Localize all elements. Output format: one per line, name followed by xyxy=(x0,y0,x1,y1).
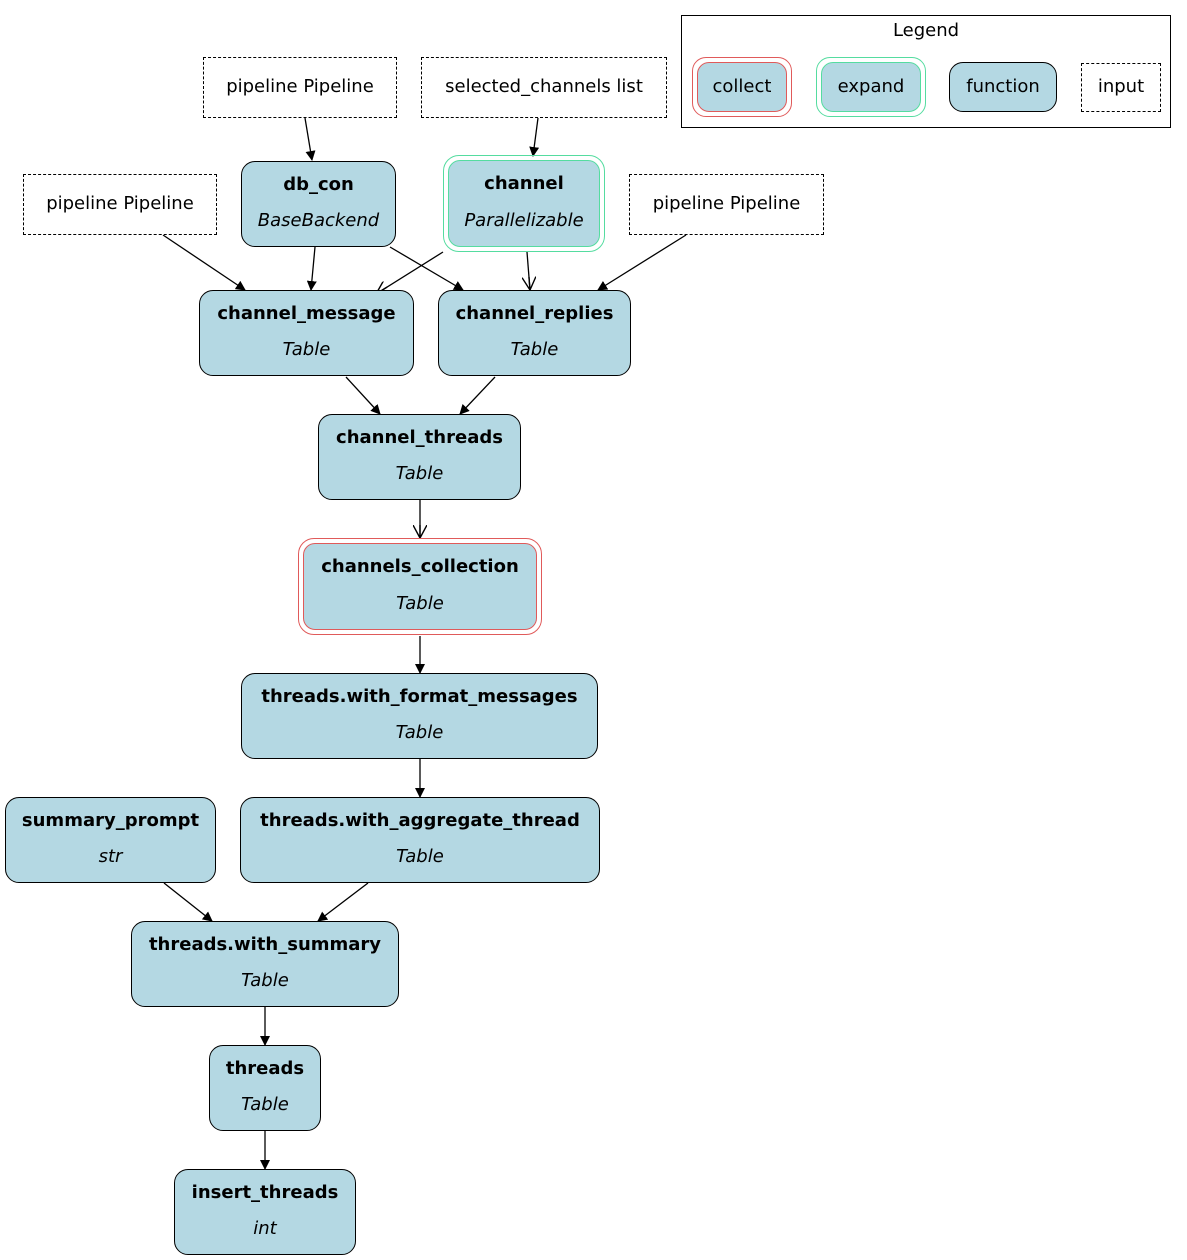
node-channel-replies: channel_replies Table xyxy=(438,290,631,376)
legend-title: Legend xyxy=(892,20,960,41)
edge-summary-prompt-to-with-summary xyxy=(163,882,213,922)
node-summary-prompt: summary_prompt str xyxy=(5,797,216,883)
input-label: pipeline Pipeline xyxy=(652,193,801,214)
node-channel: channel Parallelizable xyxy=(448,160,600,247)
input-label: pipeline Pipeline xyxy=(46,193,194,214)
node-name: channels_collection xyxy=(321,556,519,577)
node-with-summary: threads.with_summary Table xyxy=(131,921,399,1007)
input-label: selected_channels list xyxy=(445,76,643,97)
node-name: db_con xyxy=(283,174,354,195)
legend-label: function xyxy=(966,76,1040,97)
node-name: channel_replies xyxy=(455,303,614,324)
edge-aggregate-thread-to-with-summary xyxy=(317,882,369,922)
edge-channel-to-channel-replies xyxy=(527,251,530,290)
node-type: Parallelizable xyxy=(464,210,584,231)
legend-item-function: function xyxy=(949,62,1057,112)
node-name: insert_threads xyxy=(191,1182,339,1203)
node-type: Table xyxy=(241,970,289,991)
node-type: Table xyxy=(395,722,444,743)
node-insert-threads: insert_threads int xyxy=(174,1169,356,1255)
node-name: channel_message xyxy=(217,303,396,324)
node-with-format-messages: threads.with_format_messages Table xyxy=(241,673,598,759)
node-name: threads.with_aggregate_thread xyxy=(260,810,580,831)
node-name: channel xyxy=(484,173,564,194)
node-name: channel_threads xyxy=(336,427,503,448)
legend-collect-ring xyxy=(692,57,792,117)
expand-ring-channel xyxy=(443,155,605,252)
node-type: BaseBackend xyxy=(257,210,380,231)
node-type: Table xyxy=(510,339,559,360)
legend-label: collect xyxy=(712,76,772,97)
node-type: Table xyxy=(396,593,444,614)
edge-selected-channels-to-channel xyxy=(529,117,540,157)
input-node-pipeline-right: pipeline Pipeline xyxy=(629,174,824,235)
legend-item-input: input xyxy=(1081,63,1161,112)
legend-expand-ring xyxy=(816,57,926,117)
input-node-pipeline-top: pipeline Pipeline xyxy=(203,57,397,118)
legend-item-expand: expand xyxy=(821,62,921,112)
edge-channel-replies-to-channel-threads xyxy=(459,376,496,415)
node-with-aggregate-thread: threads.with_aggregate_thread Table xyxy=(240,797,600,883)
node-type: Table xyxy=(396,846,444,867)
node-channel-message: channel_message Table xyxy=(199,290,414,376)
node-name: threads.with_summary xyxy=(148,934,382,955)
node-db-con: db_con BaseBackend xyxy=(241,161,396,247)
node-name: threads.with_format_messages xyxy=(261,686,578,707)
input-label: pipeline Pipeline xyxy=(226,76,374,97)
node-type: Table xyxy=(282,339,331,360)
legend-label: expand xyxy=(837,76,905,97)
edge-channel-message-to-channel-threads xyxy=(345,376,381,415)
node-type: str xyxy=(98,846,123,867)
node-channel-threads: channel_threads Table xyxy=(318,414,521,500)
edge-pipeline-right-to-channel-replies xyxy=(597,234,687,291)
input-node-pipeline-left: pipeline Pipeline xyxy=(23,174,217,235)
node-type: Table xyxy=(395,463,444,484)
input-node-selected-channels: selected_channels list xyxy=(421,57,667,118)
edge-channel-to-channel-message xyxy=(376,251,444,294)
legend-label: input xyxy=(1097,76,1145,97)
collect-ring-channels-collection xyxy=(298,538,542,635)
edge-pipeline-to-db-con xyxy=(304,117,316,161)
legend: Legend collect expand function input xyxy=(681,15,1171,128)
node-name: threads xyxy=(225,1058,305,1079)
edge-pipeline-left-to-channel-message xyxy=(162,234,246,291)
node-name: summary_prompt xyxy=(21,810,200,831)
node-type: Table xyxy=(241,1094,289,1115)
node-type: int xyxy=(253,1218,277,1239)
node-threads: threads Table xyxy=(209,1045,321,1131)
edge-db-con-to-channel-message xyxy=(306,246,317,291)
edge-db-con-to-channel-replies xyxy=(389,246,464,291)
node-channels-collection: channels_collection Table xyxy=(303,543,537,630)
legend-item-collect: collect xyxy=(697,62,787,112)
